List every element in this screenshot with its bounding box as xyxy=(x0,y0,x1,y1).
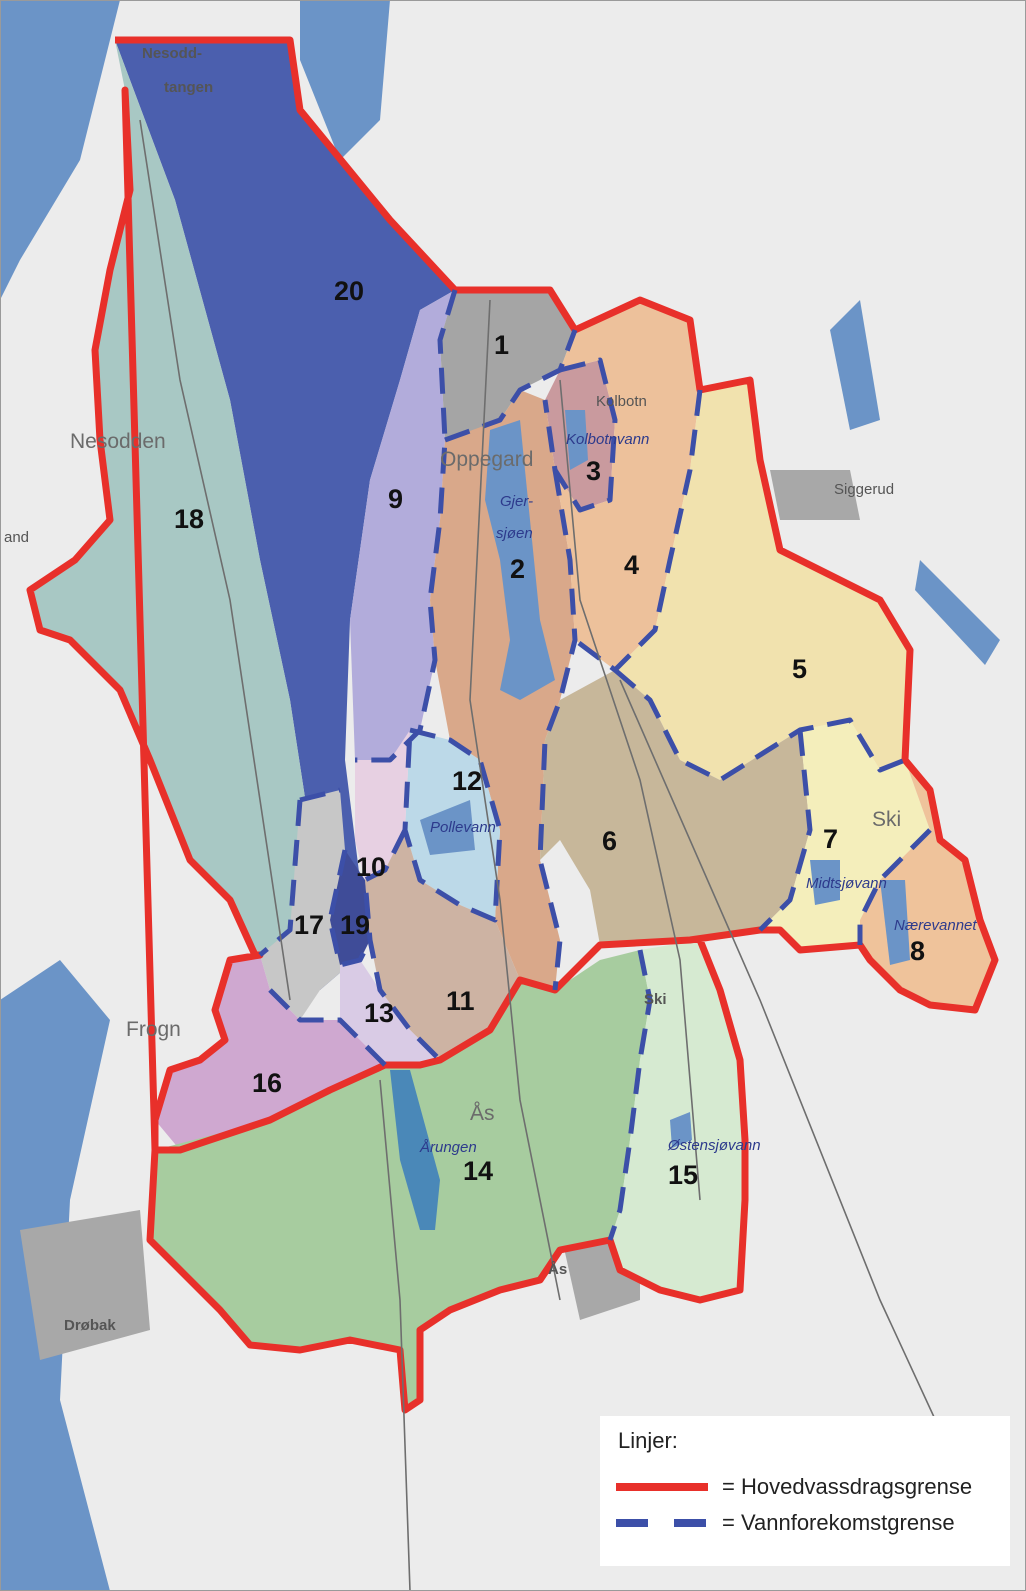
lake-label-midtsjovann: Midtsjøvann xyxy=(806,875,887,892)
zone-label-6: 6 xyxy=(602,826,617,856)
zone-7-area xyxy=(760,720,930,950)
waterbody-boundaries xyxy=(258,289,932,1241)
lake-label-gjersjoen-2: sjøen xyxy=(496,525,533,542)
lake-label-kolbotnvann: Kolbotnvann xyxy=(566,431,649,448)
legend-main-boundary: = Hovedvassdragsgrense xyxy=(616,1472,972,1502)
zone-label-12: 12 xyxy=(452,766,482,796)
zone-16-area xyxy=(155,955,385,1150)
place-oppegard: Oppegard xyxy=(440,448,533,471)
lake-arungen xyxy=(390,1070,440,1230)
fjord-west xyxy=(0,0,120,300)
zone-label-19: 19 xyxy=(340,910,370,940)
zone-4-area xyxy=(555,300,700,670)
place-kolbotn: Kolbotn xyxy=(596,393,647,410)
red-line-swatch xyxy=(616,1483,708,1491)
zone-label-1: 1 xyxy=(494,330,509,360)
zone-label-14: 14 xyxy=(463,1156,493,1186)
legend-main-boundary-label: = Hovedvassdragsgrense xyxy=(722,1474,973,1499)
legend-waterbody-boundary: = Vannforekomstgrense xyxy=(616,1508,955,1538)
zone-label-17: 17 xyxy=(294,910,324,940)
place-drobak: Drøbak xyxy=(64,1317,116,1334)
zone-label-20: 20 xyxy=(334,276,364,306)
zone-11-area xyxy=(365,830,520,1060)
zone-9-area xyxy=(350,290,455,760)
place-frogn: Frogn xyxy=(126,1018,181,1041)
lake-pollevann xyxy=(420,800,475,855)
place-land: and xyxy=(4,529,29,546)
lake-label-pollevann: Pollevann xyxy=(430,819,496,836)
urban-patch xyxy=(20,1210,150,1360)
zone-19-area xyxy=(330,850,370,965)
zone-label-15: 15 xyxy=(668,1160,698,1190)
map-legend: Linjer: = Hovedvassdragsgrense = Vannfor… xyxy=(600,1416,1010,1566)
lake-east-2 xyxy=(830,300,880,430)
lake-label-naerevannet: Nærevannet xyxy=(894,917,977,934)
place-ski-town: Ski xyxy=(872,808,901,831)
place-siggerud: Siggerud xyxy=(834,481,894,498)
lake-label-gjersjoen-1: Gjer- xyxy=(500,493,533,510)
zone-14-area xyxy=(150,950,650,1410)
urban-patch xyxy=(770,470,860,520)
place-nesodden: Nesodden xyxy=(70,430,166,453)
lake-label-arungen: Årungen xyxy=(419,1139,477,1156)
zone-20-area xyxy=(115,40,455,990)
zone-label-5: 5 xyxy=(792,654,807,684)
place-nesoddtangen-line2: tangen xyxy=(164,79,213,96)
zone-label-8: 8 xyxy=(910,936,925,966)
lake-label-ostensjovann: Østensjøvann xyxy=(667,1137,761,1154)
zone-label-7: 7 xyxy=(823,824,838,854)
lake-naerevannet xyxy=(880,880,910,965)
lake-gjersjoen xyxy=(485,420,555,700)
main-catchment-boundary xyxy=(26,36,999,1414)
zone-label-2: 2 xyxy=(510,554,525,584)
fjord-east-top xyxy=(300,0,390,160)
zone-13-area xyxy=(340,960,440,1065)
zone-1-area xyxy=(440,290,575,440)
lake-midtsjovann xyxy=(810,860,840,905)
lake-east-1 xyxy=(915,560,1000,665)
place-as-region: Ås xyxy=(470,1102,495,1125)
zone-label-9: 9 xyxy=(388,484,403,514)
zone-label-11: 11 xyxy=(446,986,475,1016)
legend-waterbody-boundary-label: = Vannforekomstgrense xyxy=(722,1510,955,1535)
zone-label-18: 18 xyxy=(174,504,204,534)
zone-label-13: 13 xyxy=(364,998,394,1028)
zone-label-10: 10 xyxy=(356,852,386,882)
lake-kolbotnvann xyxy=(565,410,588,470)
zone-label-4: 4 xyxy=(624,550,639,580)
zone-label-3: 3 xyxy=(586,456,601,486)
blue-dashed-line-swatch xyxy=(616,1519,708,1527)
place-nesoddtangen-line1: Nesodd- xyxy=(142,45,202,62)
legend-title: Linjer: xyxy=(618,1428,678,1453)
lake-ostensjovann xyxy=(670,1112,692,1148)
place-as-town: Ås xyxy=(548,1261,567,1278)
zone-18-area xyxy=(30,40,310,955)
zone-label-16: 16 xyxy=(252,1068,282,1098)
place-ski-station: Ski xyxy=(644,991,667,1008)
